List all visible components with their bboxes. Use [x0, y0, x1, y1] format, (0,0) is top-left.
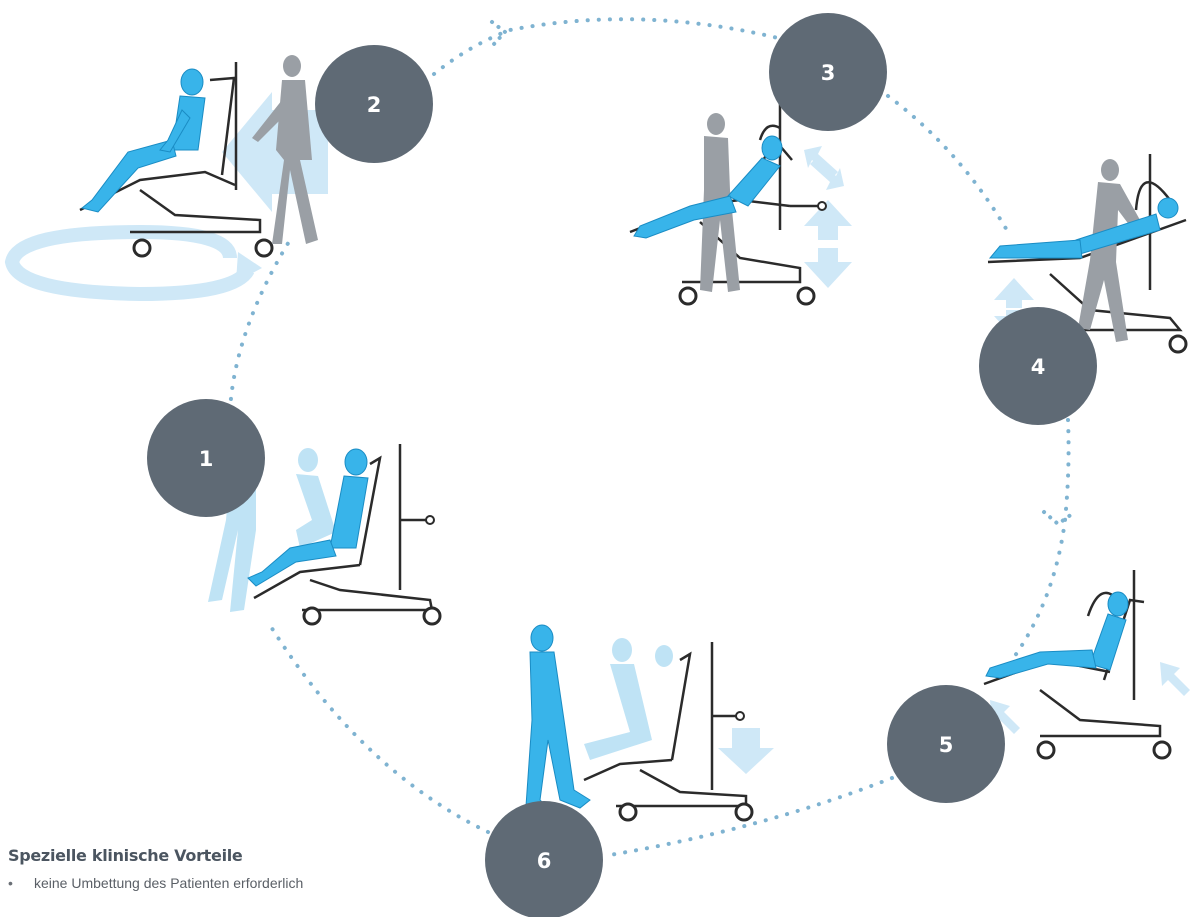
step-marker-6: 6: [485, 801, 603, 917]
bullet-marker: •: [8, 875, 13, 891]
clinical-benefits: Spezielle klinische Vorteile • keine Umb…: [8, 846, 478, 891]
step-number: 2: [367, 93, 382, 117]
step-marker-1: 1: [147, 399, 265, 517]
benefit-text: keine Umbettung des Patienten erforderli…: [34, 875, 303, 891]
down-arrow-icon: [718, 728, 774, 774]
step-number: 3: [821, 61, 836, 85]
scene-2-rotation: [12, 55, 328, 294]
step-number: 5: [939, 733, 954, 757]
benefit-item: • keine Umbettung des Patienten erforder…: [8, 875, 478, 891]
step-number: 6: [537, 849, 552, 873]
step-marker-4: 4: [979, 307, 1097, 425]
adjust-arrows-icon: [804, 146, 852, 288]
recline-arrows-icon: [990, 662, 1190, 734]
scene-5-reclined: [984, 570, 1190, 758]
step-marker-2: 2: [315, 45, 433, 163]
benefits-list: • keine Umbettung des Patienten erforder…: [8, 875, 478, 891]
step-number: 4: [1031, 355, 1046, 379]
scene-6-standing-up: [526, 625, 774, 820]
step-number: 1: [199, 447, 214, 471]
step-marker-5: 5: [887, 685, 1005, 803]
step-marker-3: 3: [769, 13, 887, 131]
rotation-arrow-icon: [12, 232, 248, 294]
benefits-heading: Spezielle klinische Vorteile: [8, 846, 478, 865]
